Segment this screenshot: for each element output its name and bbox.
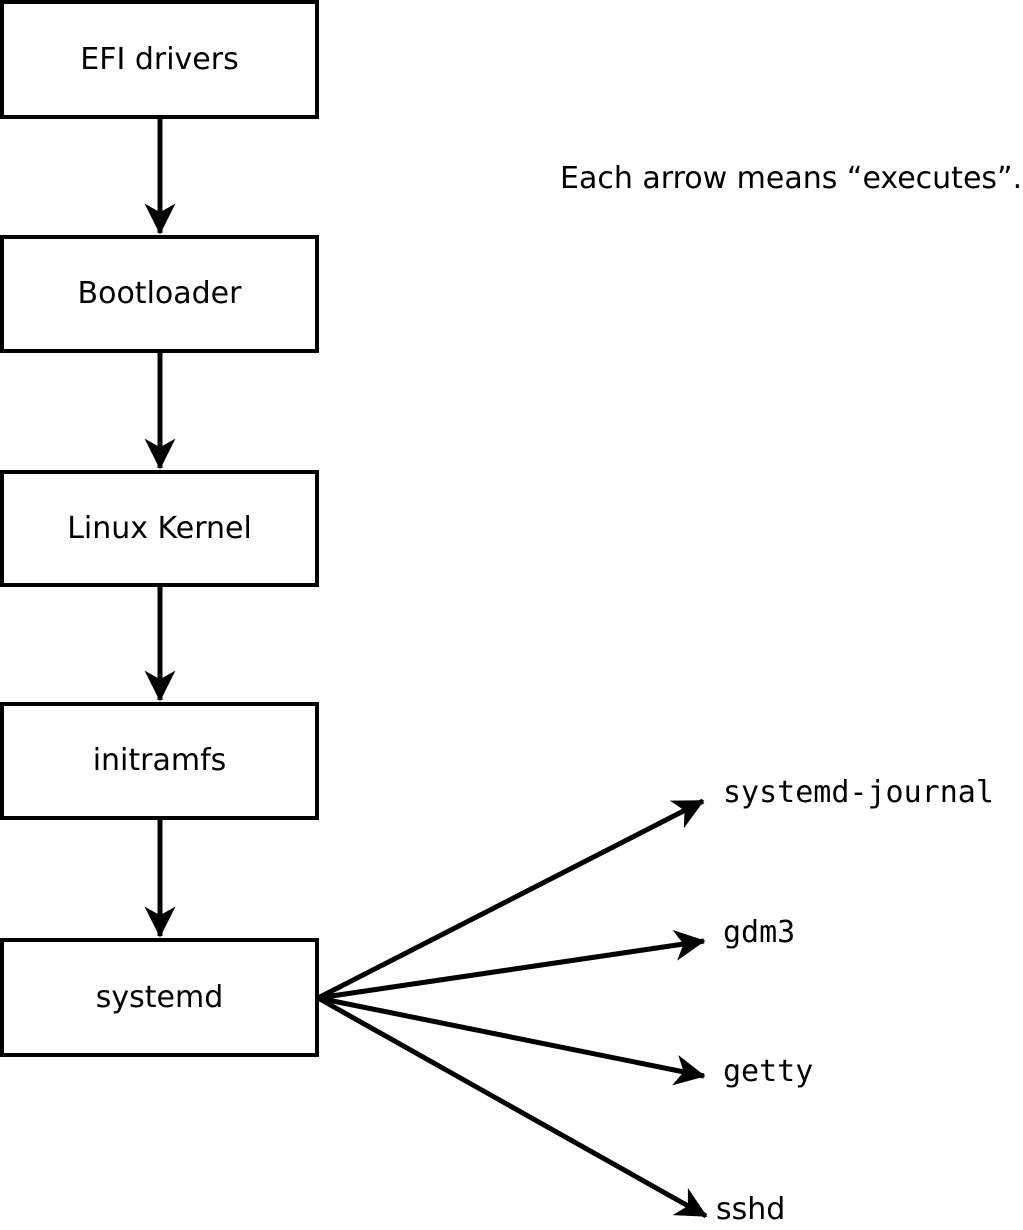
node-efi-drivers-label: EFI drivers [80,41,239,77]
node-linux-kernel-label: Linux Kernel [67,510,252,546]
node-systemd-label: systemd [95,979,224,1015]
spawn-label-systemd-journal: systemd-journal [723,775,994,810]
node-initramfs: initramfs [0,702,319,820]
arrow-systemd-to-getty [317,995,706,1086]
spawn-label-sshd: sshd [716,1192,786,1227]
spawn-label-getty: getty [723,1054,814,1089]
arrow-meaning-annotation: Each arrow means “executes”. [560,161,1023,196]
arrow-systemd-to-gdm3 [317,929,706,1001]
spawn-label-gdm3: gdm3 [723,915,796,950]
arrow-systemd-to-journal [316,798,705,1001]
node-bootloader: Bootloader [0,235,319,353]
node-bootloader-label: Bootloader [77,276,242,311]
node-efi-drivers: EFI drivers [0,0,319,119]
node-linux-kernel: Linux Kernel [0,470,319,587]
node-systemd: systemd [0,938,319,1057]
node-initramfs-label: initramfs [92,743,227,778]
arrow-systemd-to-sshd [316,995,708,1219]
